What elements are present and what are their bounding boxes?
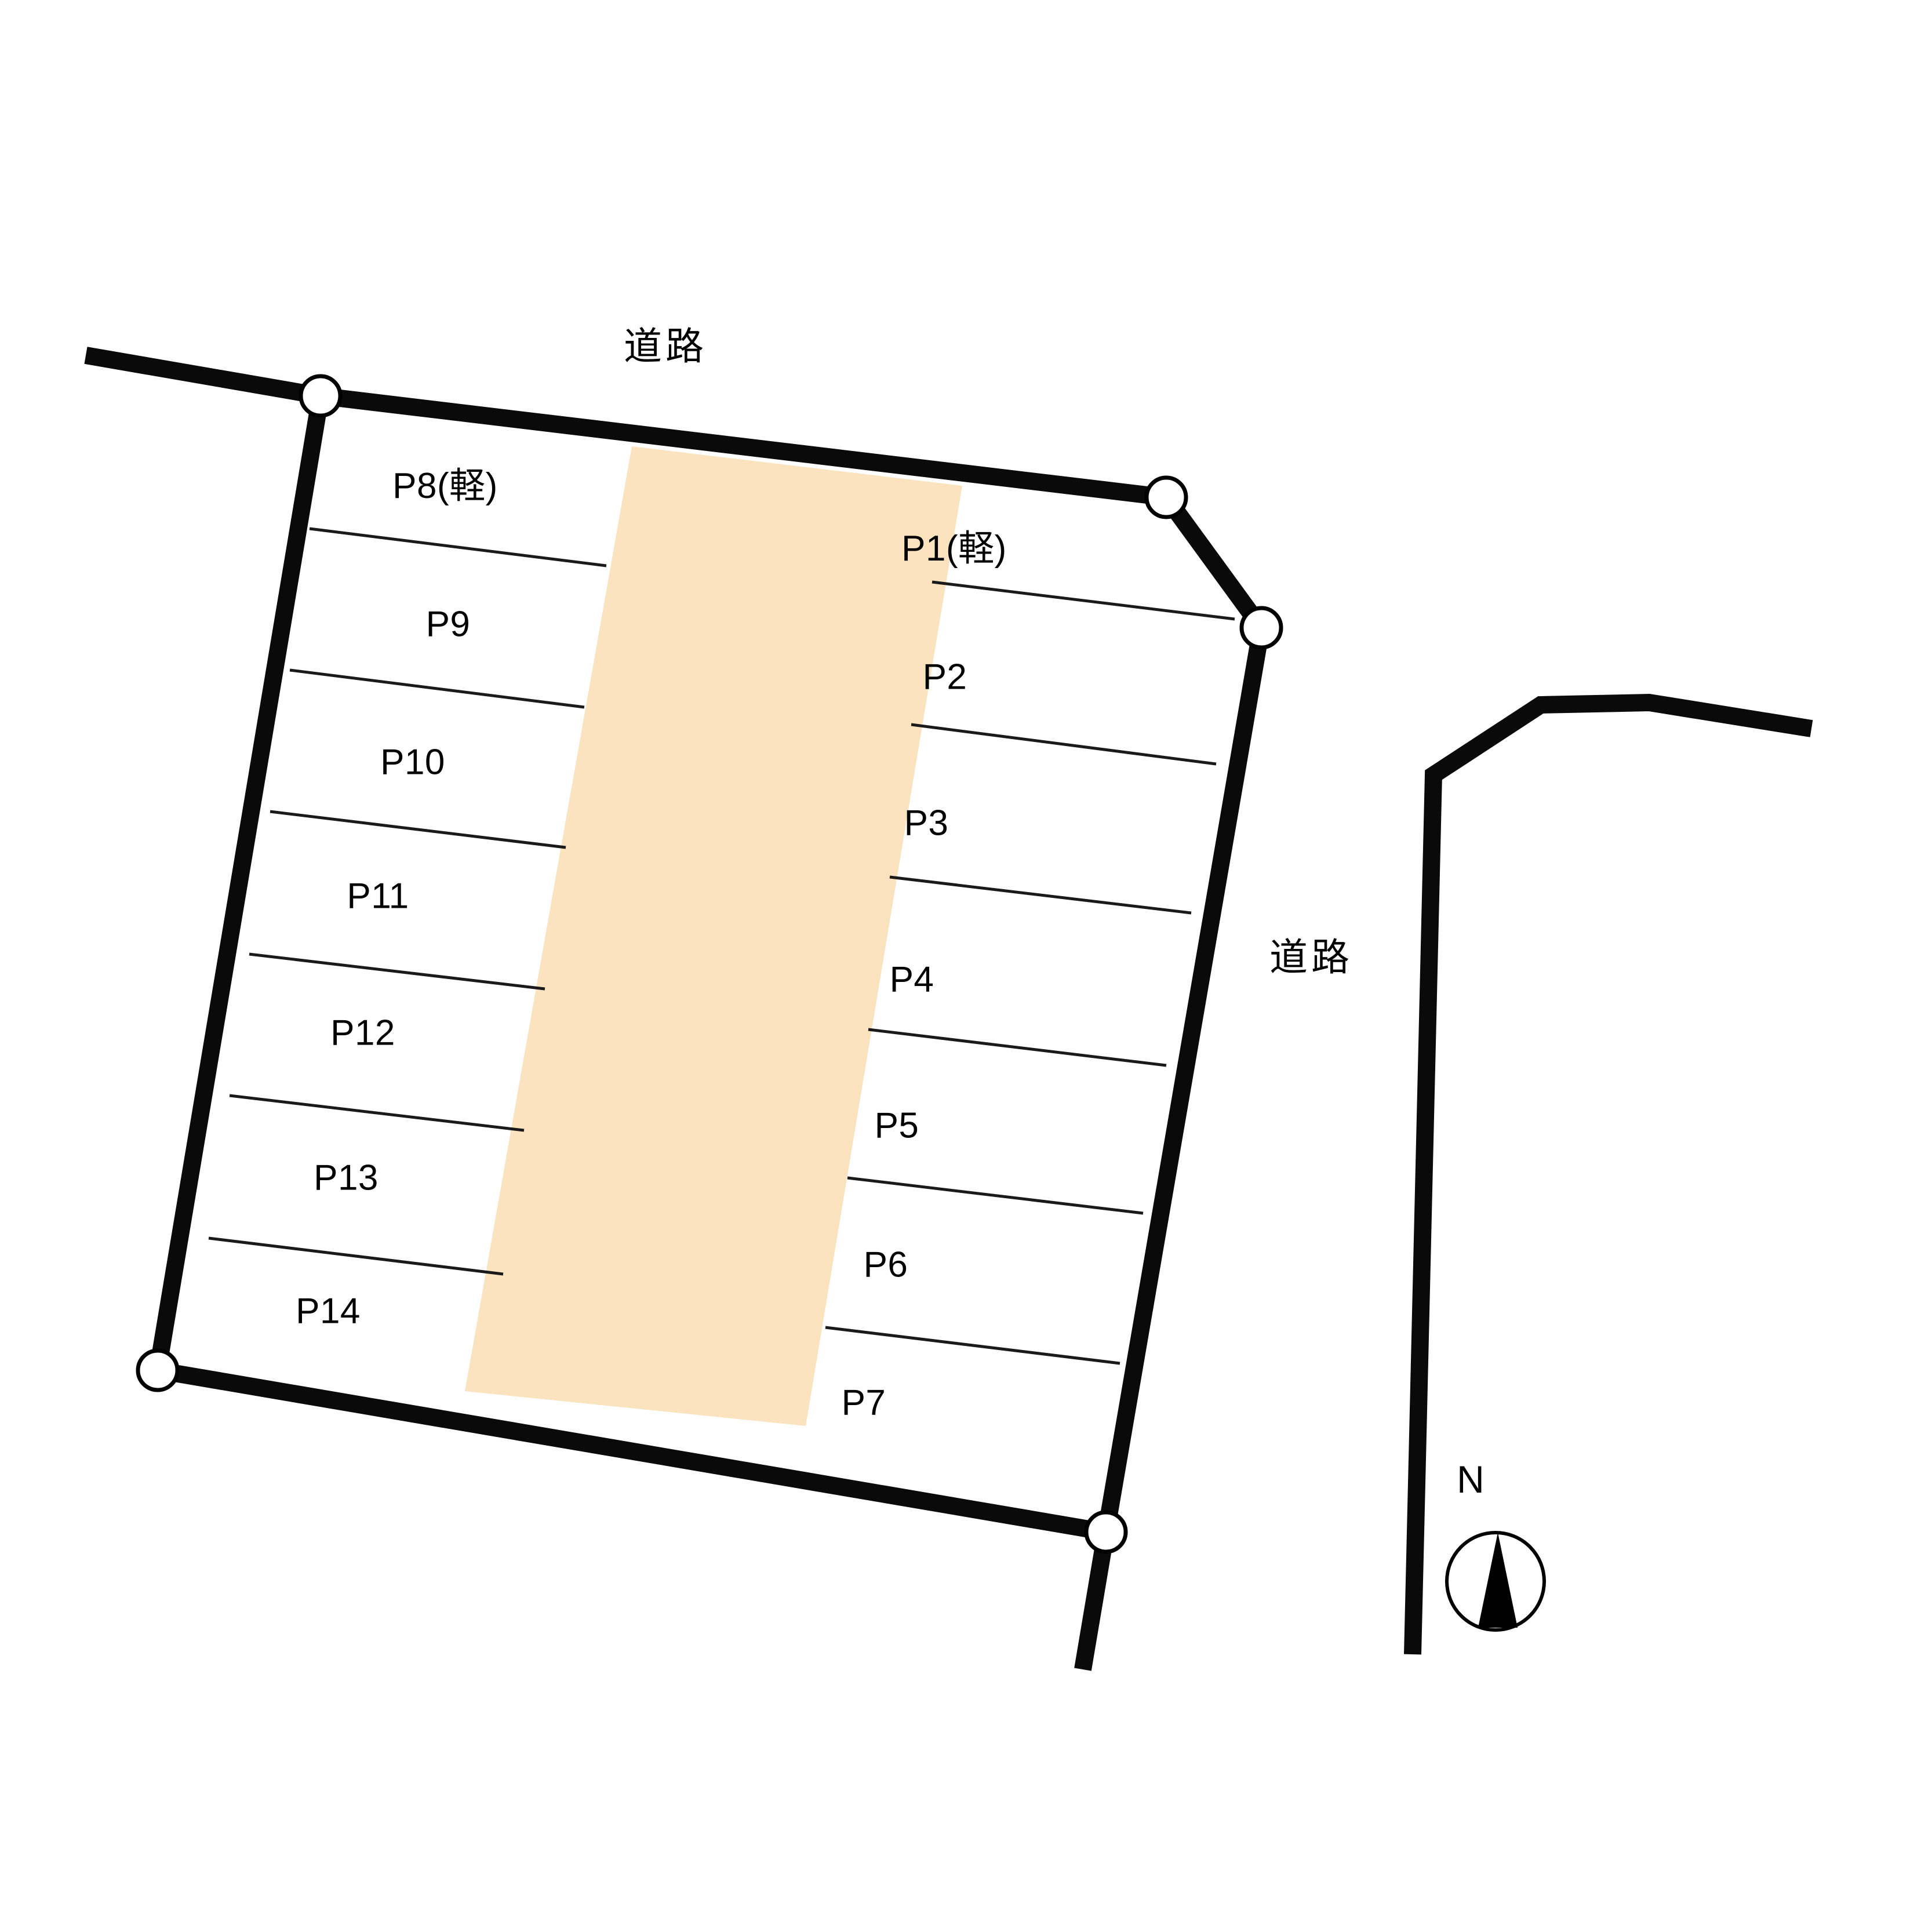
stall-label-p11: P11: [347, 876, 409, 916]
node-right-upper: [1239, 606, 1283, 650]
boundary-corner-nodes: [136, 374, 1283, 1554]
stall-divider-right-6: [825, 1326, 1120, 1365]
stall-label-p6: P6: [863, 1245, 908, 1285]
stall-label-p12: P12: [330, 1013, 395, 1053]
boundary-segment-1: [84, 347, 1167, 506]
node-top-left: [299, 374, 343, 418]
stall-label-p13: P13: [314, 1158, 379, 1198]
stall-label-p9: P9: [425, 604, 471, 645]
stall-label-p2: P2: [922, 657, 967, 697]
stall-divider-left-4: [249, 952, 545, 991]
boundary-segment-5: [149, 394, 329, 1372]
stall-divider-left-5: [229, 1094, 525, 1132]
stall-divider-right-1: [932, 580, 1235, 621]
stall-dividers-left: [208, 527, 607, 1276]
stall-label-p7: P7: [841, 1382, 886, 1423]
road-label-top: 道路: [624, 325, 707, 368]
stall-divider-left-1: [309, 527, 607, 567]
stall-divider-left-2: [289, 668, 585, 709]
boundary-segment-4: [156, 1362, 1108, 1541]
stall-divider-right-3: [889, 875, 1192, 915]
stall-divider-right-4: [868, 1028, 1167, 1067]
stall-label-p1: P1(軽): [901, 529, 1007, 569]
compass-rose-icon: [1445, 1531, 1546, 1632]
stall-label-p10: P10: [380, 742, 445, 783]
stall-label-p8: P8(軽): [392, 466, 498, 506]
boundary-segment-2: [1159, 492, 1269, 633]
stall-label-p3: P3: [904, 803, 949, 843]
stall-divider-right-5: [847, 1176, 1144, 1215]
driveway-area: [465, 446, 962, 1426]
stall-divider-left-3: [270, 810, 566, 849]
node-bottom-left: [136, 1348, 180, 1392]
road-label-right: 道路: [1269, 936, 1353, 978]
compass-north-letter: N: [1457, 1458, 1485, 1501]
node-bottom-right: [1084, 1510, 1128, 1554]
stall-divider-right-2: [911, 723, 1217, 766]
stall-label-p4: P4: [889, 959, 934, 1000]
stall-label-p14: P14: [296, 1291, 361, 1331]
stall-label-p5: P5: [874, 1105, 919, 1146]
node-top-right: [1144, 475, 1188, 519]
stall-dividers-right: [825, 580, 1235, 1365]
right-road-line: [1404, 693, 1813, 1655]
stall-divider-left-6: [208, 1236, 504, 1276]
